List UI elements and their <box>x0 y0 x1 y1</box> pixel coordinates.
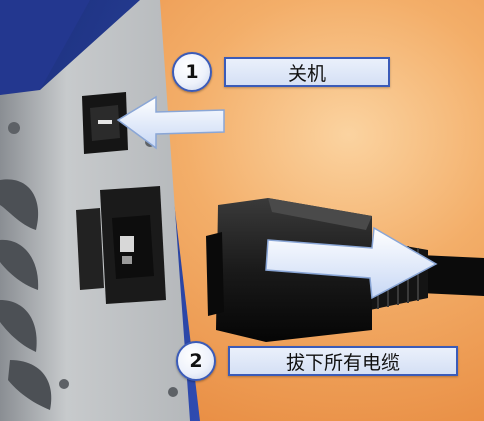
step-2-callout: 2 拔下所有电缆 <box>176 341 458 381</box>
fan-grille-icon <box>0 179 52 410</box>
power-cable <box>420 255 484 296</box>
step-label-unplug-cables: 拔下所有电缆 <box>228 346 458 376</box>
power-socket-icon <box>76 186 166 304</box>
case-top-corner <box>0 0 90 95</box>
screw-icon <box>59 379 69 389</box>
step-number-badge: 1 <box>172 52 212 92</box>
screw-icon <box>168 387 178 397</box>
screw-icon <box>8 122 20 134</box>
power-switch-icon <box>82 92 128 154</box>
arrow-right-icon <box>265 226 438 300</box>
arrow-left-icon <box>116 95 225 150</box>
step-number-badge: 2 <box>176 341 216 381</box>
step-1-callout: 1 关机 <box>172 52 390 92</box>
step-label-shutdown: 关机 <box>224 57 390 87</box>
